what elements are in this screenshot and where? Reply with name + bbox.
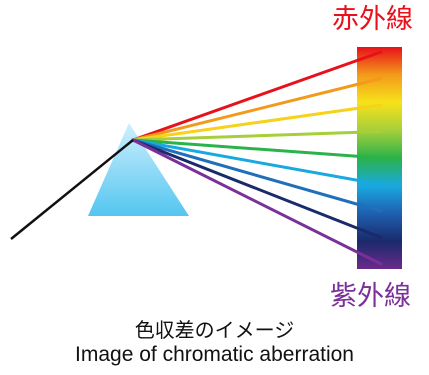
prism — [88, 123, 189, 216]
ray-yellow-green — [131, 130, 383, 142]
ray-green — [131, 138, 383, 160]
ray-navy — [131, 138, 383, 239]
ray-yellow — [131, 103, 383, 142]
ray-violet — [131, 138, 383, 266]
ray-red — [131, 50, 383, 142]
refracted-rays — [131, 50, 383, 266]
caption-english: Image of chromatic aberration — [75, 343, 354, 366]
infrared-label: 赤外線 — [332, 4, 413, 35]
ray-cyan — [131, 138, 383, 186]
ray-orange — [131, 77, 383, 142]
ray-blue — [131, 138, 383, 213]
ultraviolet-label: 紫外線 — [330, 281, 411, 312]
incident-ray — [10, 139, 134, 240]
caption-japanese: 色収差のイメージ — [134, 318, 295, 342]
